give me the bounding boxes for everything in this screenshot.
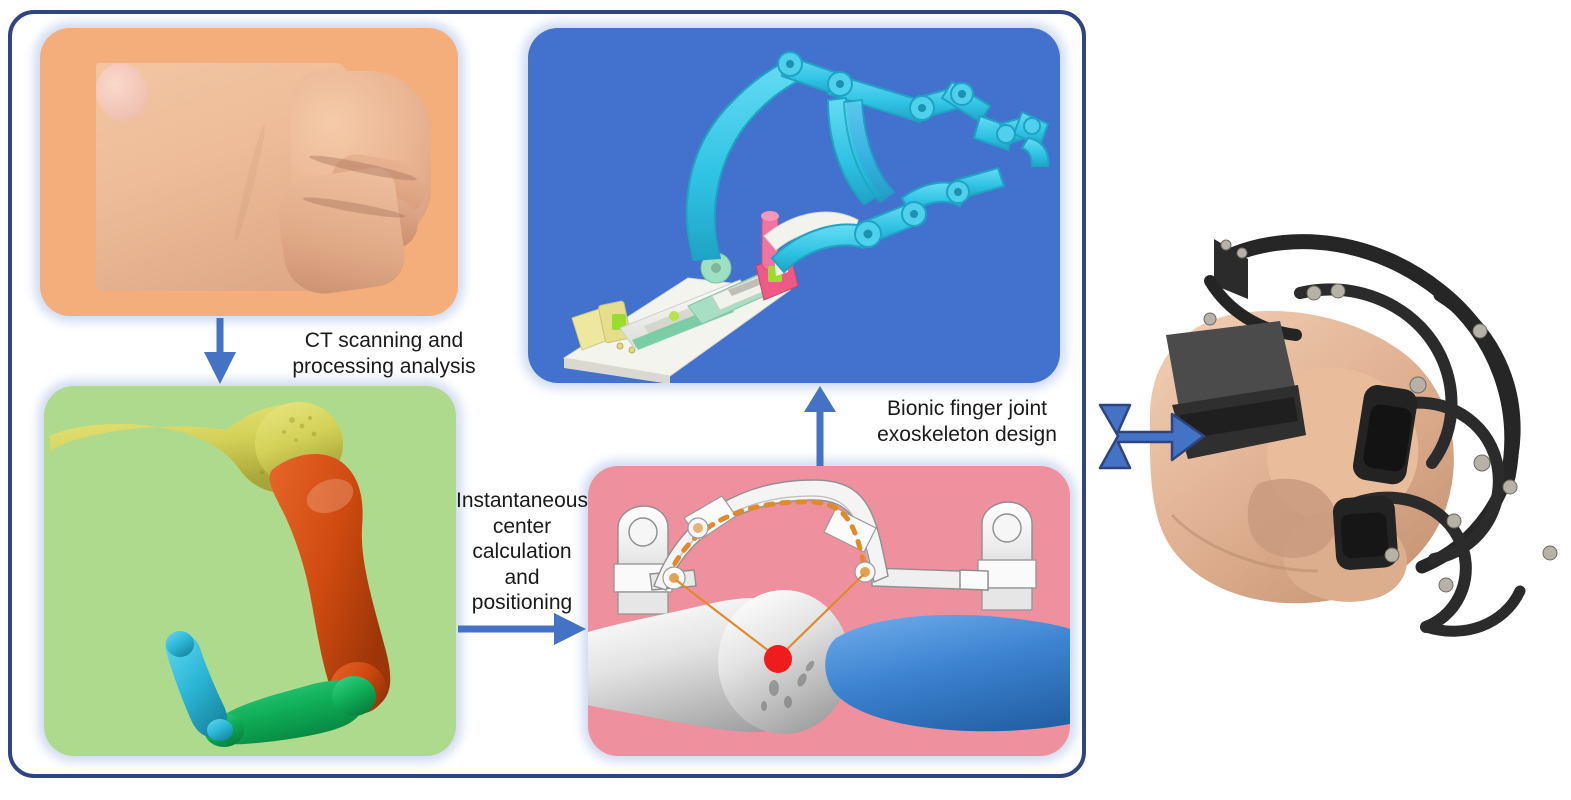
icr-center-lines xyxy=(675,573,865,659)
cad-linear-slider xyxy=(619,267,787,350)
icr-right-bracket xyxy=(977,501,1037,611)
cad-exoskeleton-graphic xyxy=(562,51,1050,383)
caption-icr-calculation: Instantaneous center calculation and pos… xyxy=(456,489,588,615)
icr-diagram-graphic xyxy=(588,479,1070,734)
bone-model-graphic xyxy=(50,402,391,747)
icr-distal-bone xyxy=(825,614,1070,732)
prototype-screws xyxy=(1203,239,1558,593)
outer-frame xyxy=(8,10,1086,778)
icr-right-link xyxy=(871,567,989,591)
fist-illustration xyxy=(90,58,431,299)
panel-hand-photo xyxy=(40,28,458,316)
bone-proximal-phalanx xyxy=(269,453,391,712)
bone-distal-phalanx xyxy=(165,633,228,738)
cad-link-arc-middle xyxy=(826,96,896,206)
caption-ct-scanning: CT scanning and processing analysis xyxy=(292,329,476,378)
bone-middle-phalanx xyxy=(210,680,366,745)
cad-joint-knobs xyxy=(777,51,974,121)
icr-center-marker xyxy=(764,645,792,673)
cad-clamp xyxy=(571,300,636,354)
prototype-photo-graphic xyxy=(1149,234,1558,637)
icr-slot-track xyxy=(665,499,869,581)
cad-joint-knobs-lower xyxy=(854,180,970,248)
caption-bionic-design: Bionic finger joint exoskeleton design xyxy=(877,397,1057,446)
prototype-finger-cuffs xyxy=(1332,385,1418,570)
